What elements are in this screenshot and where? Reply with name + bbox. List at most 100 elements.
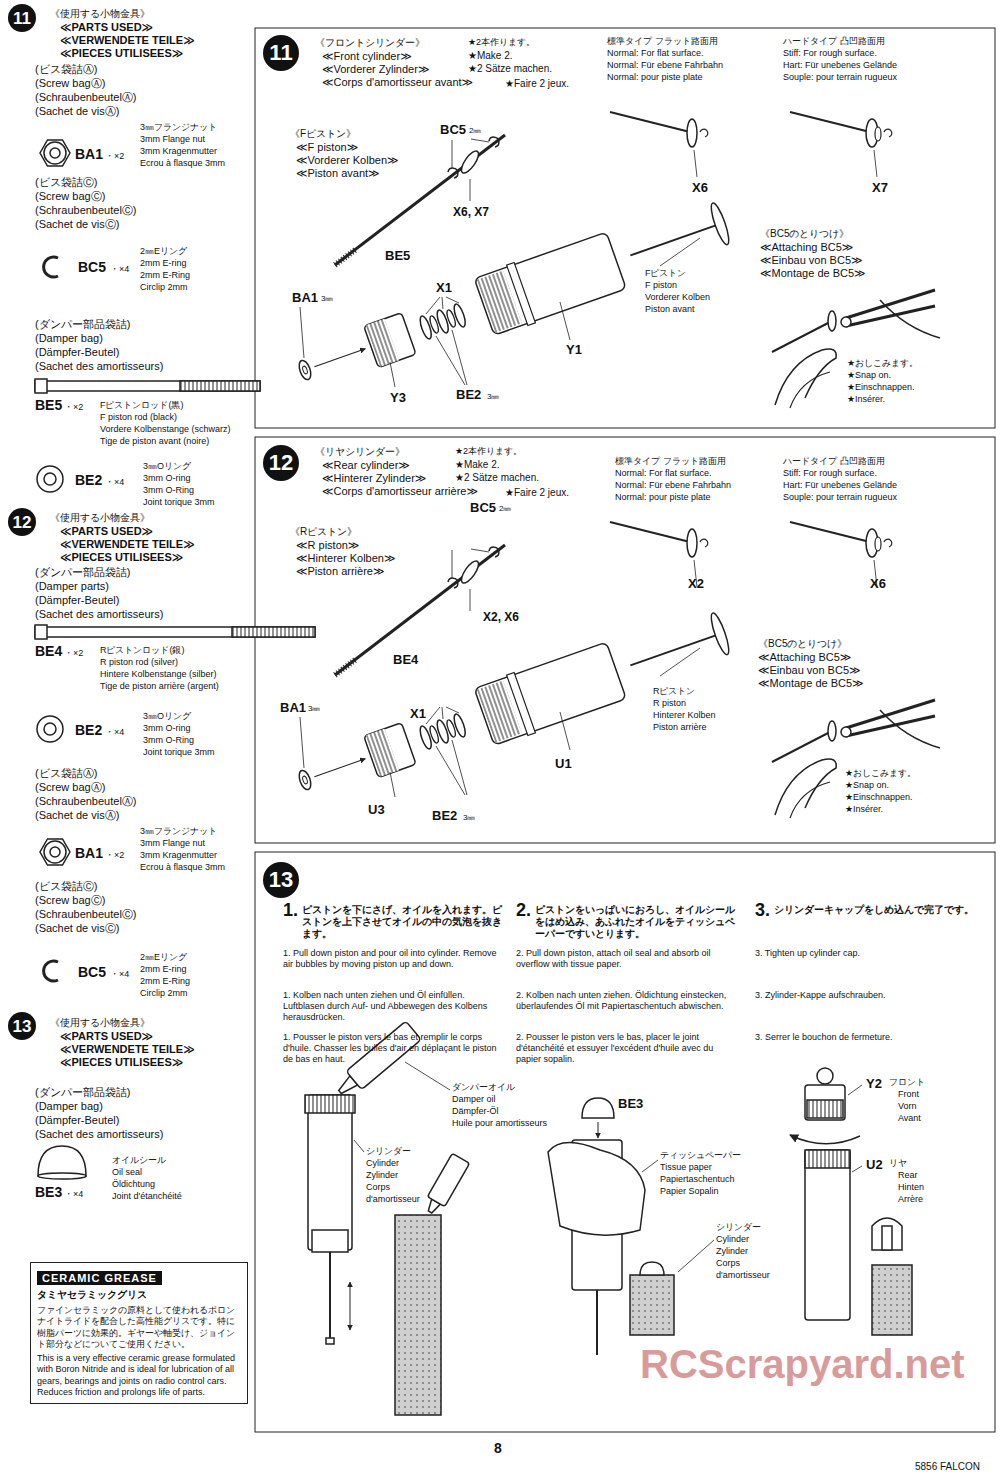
part-label: Stiff: For rough surface. xyxy=(783,468,877,479)
step-number-circle: 12 xyxy=(8,508,36,536)
part-label: (ビス袋詰Ⓐ) xyxy=(35,63,97,76)
part-label: 1. xyxy=(283,900,298,922)
part-label: ★Snap on. xyxy=(847,370,891,381)
step-number: 13 xyxy=(13,1018,32,1035)
part-label: (Screw bagⒶ) xyxy=(35,781,105,794)
part-label: BC5 xyxy=(470,500,496,516)
part-label: ≪Hinterer Kolben≫ xyxy=(296,552,395,565)
part-label: (SchraubenbeutelⒸ) xyxy=(35,204,137,217)
part-label: Corps xyxy=(716,1258,740,1269)
part-label: ≪Vorderer Zylinder≫ xyxy=(322,63,429,76)
part-label: ≪PIECES UTILISEES≫ xyxy=(60,551,183,564)
part-label: 3mm Kragenmutter xyxy=(140,850,217,861)
part-label: 《フロントシリンダー》 xyxy=(315,37,425,49)
part-label: BE2 xyxy=(75,472,102,489)
part-label: ・×2 xyxy=(64,402,83,413)
part-label: (SchraubenbeutelⒶ) xyxy=(35,91,137,104)
part-label: Zylinder xyxy=(366,1170,398,1181)
part-label: 3. Zylinder-Kappe aufschrauben. xyxy=(755,990,975,1001)
part-label: F piston rod (black) xyxy=(100,412,177,423)
grease-info-box: CERAMIC GREASEタミヤセラミックグリスファインセラミックの原料として… xyxy=(30,1262,248,1404)
part-label: ダンパーオイル xyxy=(452,1082,515,1093)
part-label: ピストンをいっぱいにおろし、オイルシールをはめ込み、あふれたオイルをティッシュペ… xyxy=(535,904,740,940)
part-label: BA1 xyxy=(75,146,103,163)
part-label: Cylinder xyxy=(366,1158,399,1169)
part-label: BE5 xyxy=(35,397,62,414)
part-label: オイルシール xyxy=(112,1155,166,1166)
part-label: ★Einschnappen. xyxy=(845,792,913,803)
part-label: BC5 xyxy=(78,259,106,276)
part-label: (ビス袋詰Ⓒ) xyxy=(35,176,97,189)
part-label: ★2本作ります。 xyxy=(455,446,522,457)
part-label: (SchraubenbeutelⒸ) xyxy=(35,908,137,921)
part-label: 2. xyxy=(516,900,531,922)
grease-text: CERAMIC GREASE xyxy=(37,1271,162,1285)
part-label: 3. xyxy=(755,900,770,922)
part-label: ★2 Sätze machen. xyxy=(468,63,552,75)
part-label: Circlip 2mm xyxy=(140,988,188,999)
part-label: (Dämpfer-Beutel) xyxy=(35,594,119,607)
part-label: Rピストンロッド(銀) xyxy=(100,645,185,656)
part-label: ≪PARTS USED≫ xyxy=(60,1030,153,1043)
step-number-circle: 13 xyxy=(263,862,299,898)
part-label: ★Einschnappen. xyxy=(847,382,915,393)
part-label: X2 xyxy=(688,576,704,592)
part-label: ★2 Sätze machen. xyxy=(455,472,539,484)
part-label: BE4 xyxy=(393,652,418,668)
part-label: 3mm O-ring xyxy=(143,723,191,734)
part-label: ≪Rear cylinder≫ xyxy=(322,459,410,472)
step-number-circle: 11 xyxy=(8,4,36,32)
part-label: ≪PIECES UTILISEES≫ xyxy=(60,47,183,60)
part-label: (Sachet des amortisseurs) xyxy=(35,360,163,373)
part-label: U3 xyxy=(368,802,385,818)
part-label: (Sachet de visⒸ) xyxy=(35,218,119,231)
part-label: シリンダー xyxy=(716,1222,761,1233)
part-label: Corps xyxy=(366,1182,390,1193)
part-label: 3㎜Oリング xyxy=(143,461,191,472)
part-label: 3㎜フランジナット xyxy=(140,122,217,133)
part-label: 3mm O-Ring xyxy=(143,735,194,746)
part-label: Damper oil xyxy=(452,1094,496,1105)
part-label: Rピストン xyxy=(653,686,696,697)
part-label: 3mm Flange nut xyxy=(140,838,205,849)
part-label: ピストンを下にさげ、オイルを入れます。ピストンを上下させてオイルの中の気泡を抜き… xyxy=(302,904,507,940)
part-label: シリンダー xyxy=(366,1146,411,1157)
step-number: 12 xyxy=(269,452,293,474)
part-label: BC5 xyxy=(440,122,466,138)
part-label: (ダンパー部品袋詰) xyxy=(35,1086,130,1099)
part-label: (SchraubenbeutelⒶ) xyxy=(35,795,137,808)
step-number: 13 xyxy=(269,869,293,891)
part-label: Hintere Kolbenstange (silber) xyxy=(100,669,217,680)
part-label: 《使用する小物金具》 xyxy=(50,512,150,524)
part-label: X7 xyxy=(872,180,888,196)
part-label: ≪Vorderer Kolben≫ xyxy=(296,154,399,167)
part-label: ・×2 xyxy=(105,151,124,162)
part-label: 3㎜ xyxy=(308,704,320,714)
part-label: X2, X6 xyxy=(483,610,519,624)
part-label: 《リヤシリンダー》 xyxy=(315,446,405,458)
part-label: Öldichtung xyxy=(112,1179,155,1190)
part-label: 《使用する小物金具》 xyxy=(50,1017,150,1029)
part-label: Joint d'étanchéité xyxy=(112,1191,182,1202)
part-label: ≪Front cylinder≫ xyxy=(322,50,412,63)
part-label: X1 xyxy=(410,706,426,722)
watermark: RCScrapyard.net xyxy=(640,1340,965,1388)
part-label: 1. Pull down piston and pour oil into cy… xyxy=(283,948,498,970)
part-label: 3㎜フランジナット xyxy=(140,826,217,837)
part-label: ハードタイプ 凸凹路面用 xyxy=(783,456,885,467)
part-label: 1. Kolben nach unten ziehen und Öl einfü… xyxy=(283,990,498,1022)
part-label: ≪Attaching BC5≫ xyxy=(760,241,853,254)
part-label: (Screw bagⒸ) xyxy=(35,894,105,907)
part-label: ハードタイプ 凸凹路面用 xyxy=(783,36,885,47)
part-label: Hinten xyxy=(898,1182,924,1193)
part-label: ≪PARTS USED≫ xyxy=(60,525,153,538)
part-label: Joint torique 3mm xyxy=(143,747,215,758)
part-label: Arrère xyxy=(898,1194,923,1205)
part-label: Tige de piston avant (noire) xyxy=(100,436,209,447)
part-label: (Sachet de visⒶ) xyxy=(35,105,119,118)
part-label: 2. Kolben nach unten ziehen. Öldichtung … xyxy=(516,990,731,1012)
part-label: ≪Hinterer Zylinder≫ xyxy=(322,472,426,485)
part-label: Tige de piston arrière (argent) xyxy=(100,681,219,692)
part-label: ≪Corps d'amortisseur avant≫ xyxy=(322,76,473,89)
